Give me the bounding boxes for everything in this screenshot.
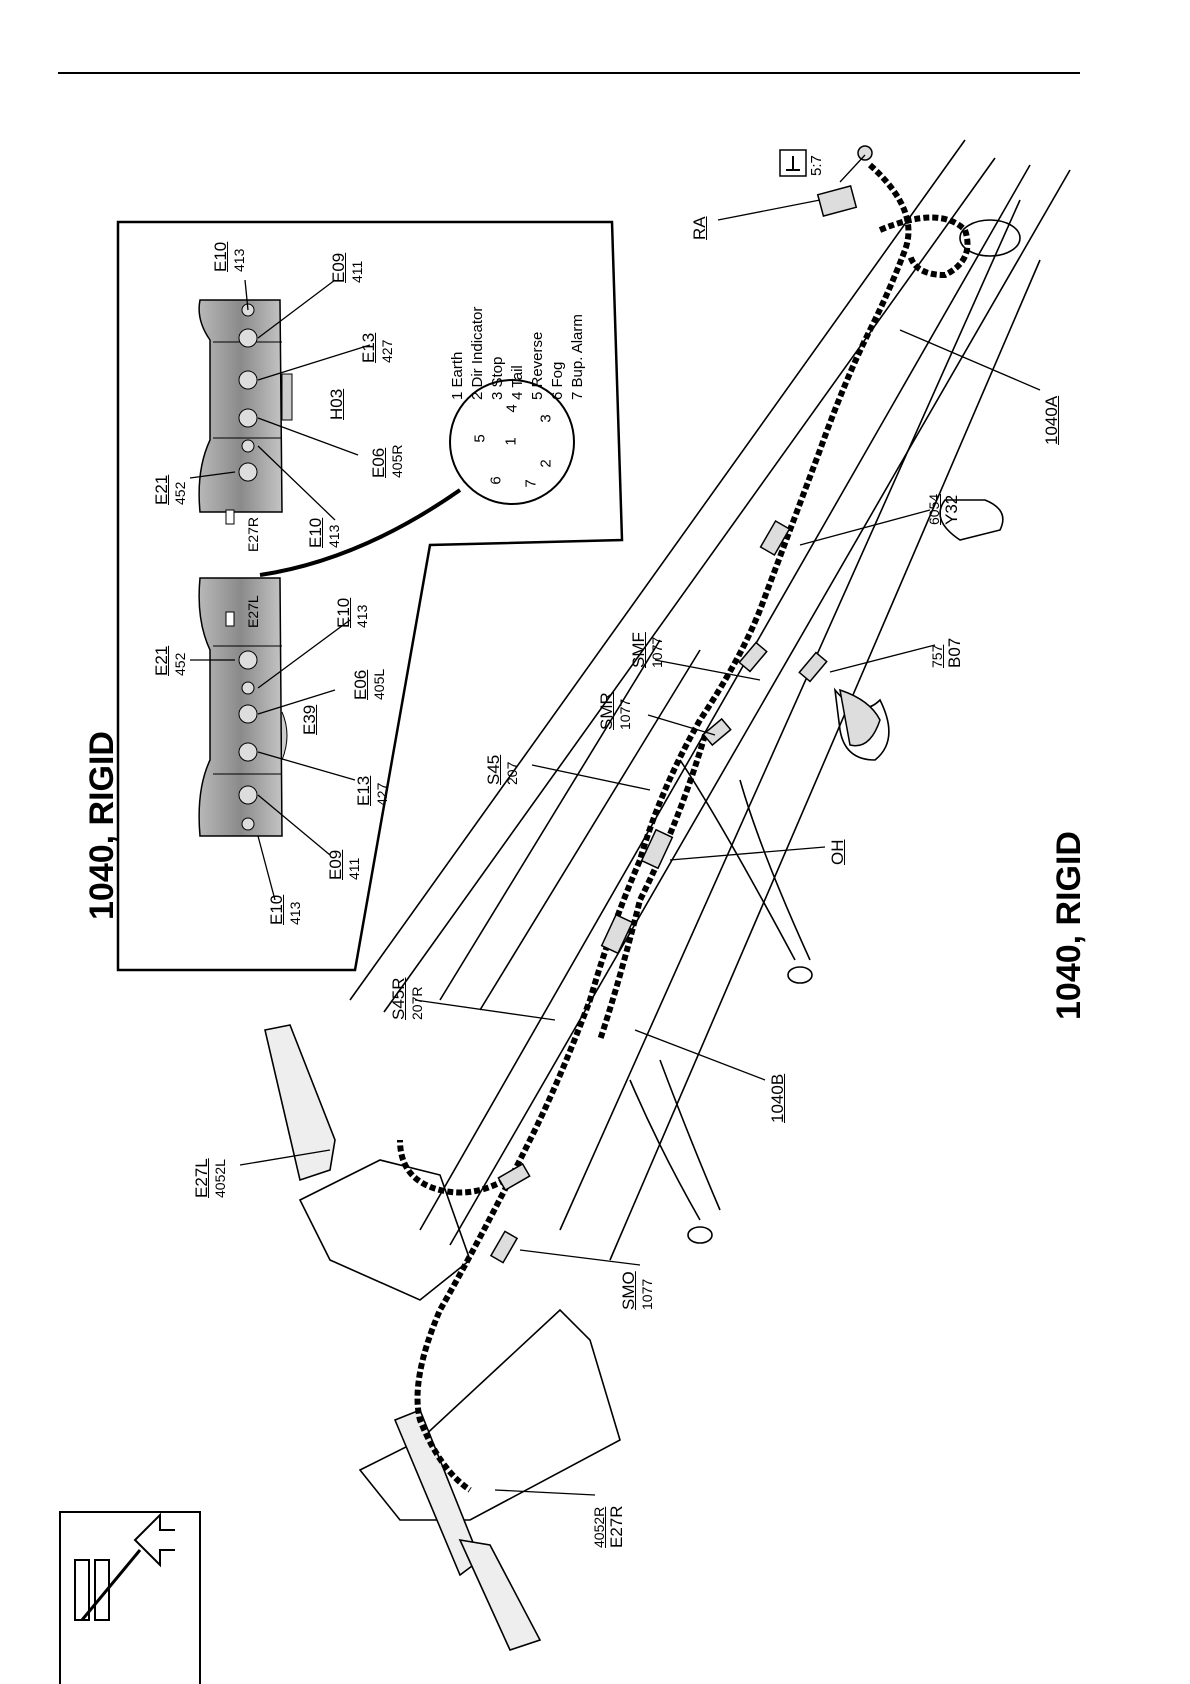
label-e27r-inset: E27R xyxy=(245,516,261,552)
label-e21-452-left: E21 452 xyxy=(152,645,189,676)
right-rear-lamp xyxy=(198,299,293,525)
connectors xyxy=(489,145,881,1264)
label-1040b: 1040B xyxy=(768,1073,787,1123)
code: SMF xyxy=(629,632,648,668)
label-s45-207: S45 207 xyxy=(484,754,521,785)
num: 1077 xyxy=(617,698,633,730)
label-e10-413-right-mid: E10 413 xyxy=(306,517,343,548)
label-e39: E39 xyxy=(300,705,320,735)
label-oh: OH xyxy=(828,839,847,866)
ground-symbol xyxy=(779,149,807,177)
label-smf-1077: SMF 1077 xyxy=(629,632,666,668)
label-e10-413-right-top: E10 413 xyxy=(211,241,248,272)
label-e09-411-left: E09 411 xyxy=(326,849,363,880)
label-e13-427-right: E13 427 xyxy=(359,332,396,363)
code: E10 xyxy=(334,597,353,628)
label-e27l-inset: E27L xyxy=(245,595,261,628)
label-1040a: 1040A xyxy=(1042,395,1061,445)
seven-pin-socket xyxy=(259,379,575,577)
code: H03 xyxy=(327,388,346,420)
leader-lines xyxy=(189,154,1041,1496)
code: E10 xyxy=(211,241,230,272)
code: E06 xyxy=(351,669,370,700)
left-rear-lamp xyxy=(198,577,288,837)
num: 411 xyxy=(349,260,365,283)
label-e10-413-left-top: E10 413 xyxy=(267,894,304,925)
label-e27r-4052r: 4052R E27R xyxy=(590,1505,626,1548)
label-ra: RA xyxy=(690,216,709,240)
code: SMR xyxy=(597,692,616,730)
code: SMO xyxy=(619,1271,638,1310)
code: E27R xyxy=(607,1505,626,1548)
num: 1077 xyxy=(639,1278,655,1310)
num: 1077 xyxy=(649,636,665,668)
code: E10 xyxy=(267,894,286,925)
num: 427 xyxy=(374,782,390,806)
label-e06-405l: E06 405L xyxy=(351,668,388,700)
num: 452 xyxy=(172,652,188,676)
label-h03: H03 xyxy=(327,389,347,420)
num: 413 xyxy=(326,524,342,548)
num: 405R xyxy=(389,444,405,478)
label-e27l-4052l: E27L 4052L xyxy=(192,1158,229,1198)
code: E27L xyxy=(192,1158,211,1198)
num: 405L xyxy=(371,668,387,700)
num: 207R xyxy=(409,986,425,1020)
num: 207 xyxy=(504,761,520,785)
label-smr-1077: SMR 1077 xyxy=(597,692,634,730)
code: E13 xyxy=(359,332,378,363)
lamp-detail-inset xyxy=(116,220,624,972)
num: 6054 xyxy=(926,493,942,525)
label-e13-427-left: E13 427 xyxy=(354,775,391,806)
code: E21 xyxy=(152,474,171,505)
label-ground-ref: 5:7 xyxy=(808,155,825,176)
label-e10-413-left-mid: E10 413 xyxy=(334,597,371,628)
code: E09 xyxy=(326,849,345,880)
code: Y32 xyxy=(942,494,961,525)
code: E10 xyxy=(306,517,325,548)
code: E06 xyxy=(369,447,388,478)
num: 452 xyxy=(172,481,188,505)
wiring-harness xyxy=(397,162,971,1493)
num: 413 xyxy=(287,901,303,925)
code: S45 xyxy=(484,754,503,785)
num: 4052L xyxy=(212,1159,228,1198)
label-s45r-207r: S45R 207R xyxy=(389,977,426,1020)
orientation-arrow-icon xyxy=(59,1511,201,1684)
code: E39 xyxy=(300,704,319,735)
num: 413 xyxy=(231,248,247,272)
code: S45R xyxy=(389,977,408,1020)
code: B07 xyxy=(945,637,964,668)
label-e21-452-right: E21 452 xyxy=(152,474,189,505)
code: E21 xyxy=(152,645,171,676)
num: 757 xyxy=(929,644,945,668)
chassis-frame xyxy=(264,139,1071,1651)
num: 4052R xyxy=(591,1506,607,1548)
label-b07-757: 757 B07 xyxy=(928,638,964,668)
num: 411 xyxy=(346,857,362,880)
num: 427 xyxy=(379,339,395,363)
code: E09 xyxy=(329,252,348,283)
label-e09-411-right: E09 411 xyxy=(329,252,366,283)
num: 413 xyxy=(354,604,370,628)
label-y32-6054: 6054 Y32 xyxy=(925,494,961,525)
label-smo-1077: SMO 1077 xyxy=(619,1271,656,1310)
code: E13 xyxy=(354,775,373,806)
label-e06-405r: E06 405R xyxy=(369,444,406,478)
